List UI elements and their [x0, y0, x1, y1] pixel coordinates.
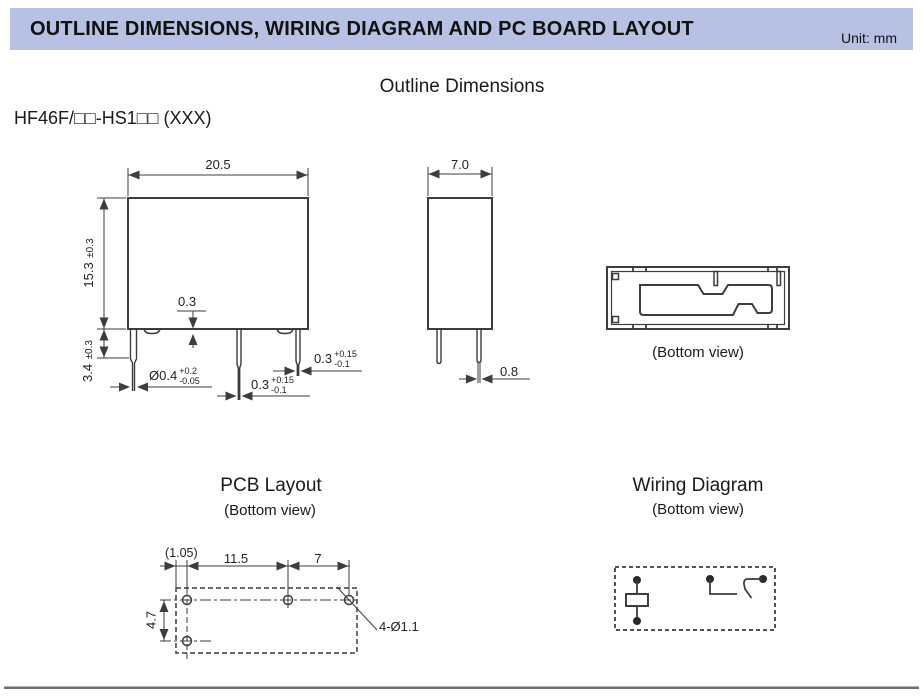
tolerance-stack: +0.15 -0.1: [334, 349, 357, 369]
page-bottom-rule: [4, 686, 919, 689]
coil-terminal-bottom: [633, 617, 641, 625]
front-view-drawing: [97, 168, 362, 401]
dim-front-width: 20.5: [205, 157, 231, 172]
unit-label: Unit: mm: [841, 30, 897, 46]
section-header-bar: OUTLINE DIMENSIONS, WIRING DIAGRAM AND P…: [10, 8, 913, 50]
dim-front-pin-length: 3.4 ±0.3: [80, 340, 95, 382]
pcb-layout-subtitle: (Bottom view): [224, 502, 316, 519]
pcb-layout-title: PCB Layout: [220, 475, 322, 496]
pcb-hole-label: 4-Ø1.1: [379, 619, 419, 634]
page-title: OUTLINE DIMENSIONS, WIRING DIAGRAM AND P…: [30, 18, 694, 40]
dim-pin-diameter: Ø0.4 +0.2 -0.05: [149, 366, 200, 386]
bottom-view-label: (Bottom view): [652, 344, 744, 361]
tolerance-stack: +0.15 -0.1: [271, 375, 294, 395]
dim-pcb-right: 7: [314, 551, 322, 566]
dim-front-standoff: 0.3: [178, 294, 197, 309]
dim-pcb-left: (1.05): [165, 546, 198, 560]
wiring-diagram-title: Wiring Diagram: [632, 475, 764, 496]
dim-pcb-mid: 11.5: [223, 551, 249, 566]
side-view-drawing: [427, 167, 530, 384]
part-number: HF46F/□□-HS1□□ (XXX): [14, 108, 212, 128]
wiring-diagram-drawing: [614, 566, 776, 631]
dim-side-pin: 0.8: [500, 364, 519, 379]
wiring-diagram-subtitle: (Bottom view): [652, 501, 744, 518]
pcb-layout-drawing: [159, 560, 378, 661]
dim-pin-right: 0.3 +0.15 -0.1: [314, 349, 357, 369]
dim-side-width: 7.0: [450, 157, 470, 172]
bottom-view-drawing: [606, 266, 790, 330]
tolerance-stack: +0.2 -0.05: [179, 366, 200, 386]
dim-pin-mid: 0.3 +0.15 -0.1: [251, 375, 294, 395]
outline-dimensions-title: Outline Dimensions: [379, 76, 545, 97]
dim-front-height: 15.3 ±0.3: [81, 238, 96, 288]
dim-pcb-vert: 4.7: [143, 610, 159, 630]
